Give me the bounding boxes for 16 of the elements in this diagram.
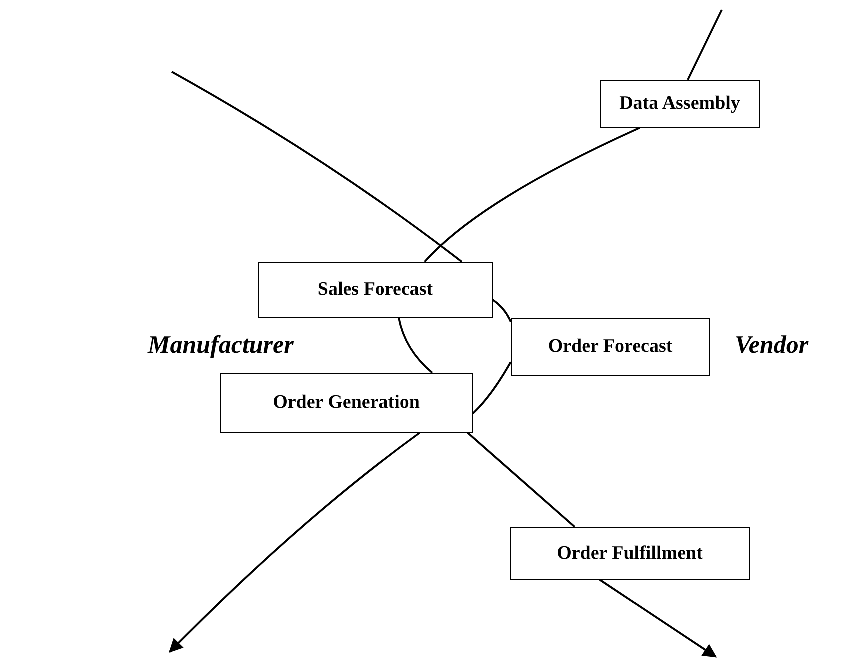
curve-line [492,299,512,323]
curve-line [467,432,576,528]
curve-line [398,318,434,374]
arrow [599,579,718,658]
curve-line [472,362,512,415]
party-label: Manufacturer [148,332,294,360]
curve-line [424,127,640,263]
process-box: Order Generation [220,373,473,433]
process-box: Order Forecast [511,318,710,376]
process-box: Data Assembly [600,80,760,128]
curve-line [172,71,463,263]
arrow [169,432,420,653]
process-box: Order Fulfillment [510,527,750,580]
party-label: Vendor [735,332,809,360]
curve-line [687,10,723,80]
process-box: Sales Forecast [258,262,493,318]
